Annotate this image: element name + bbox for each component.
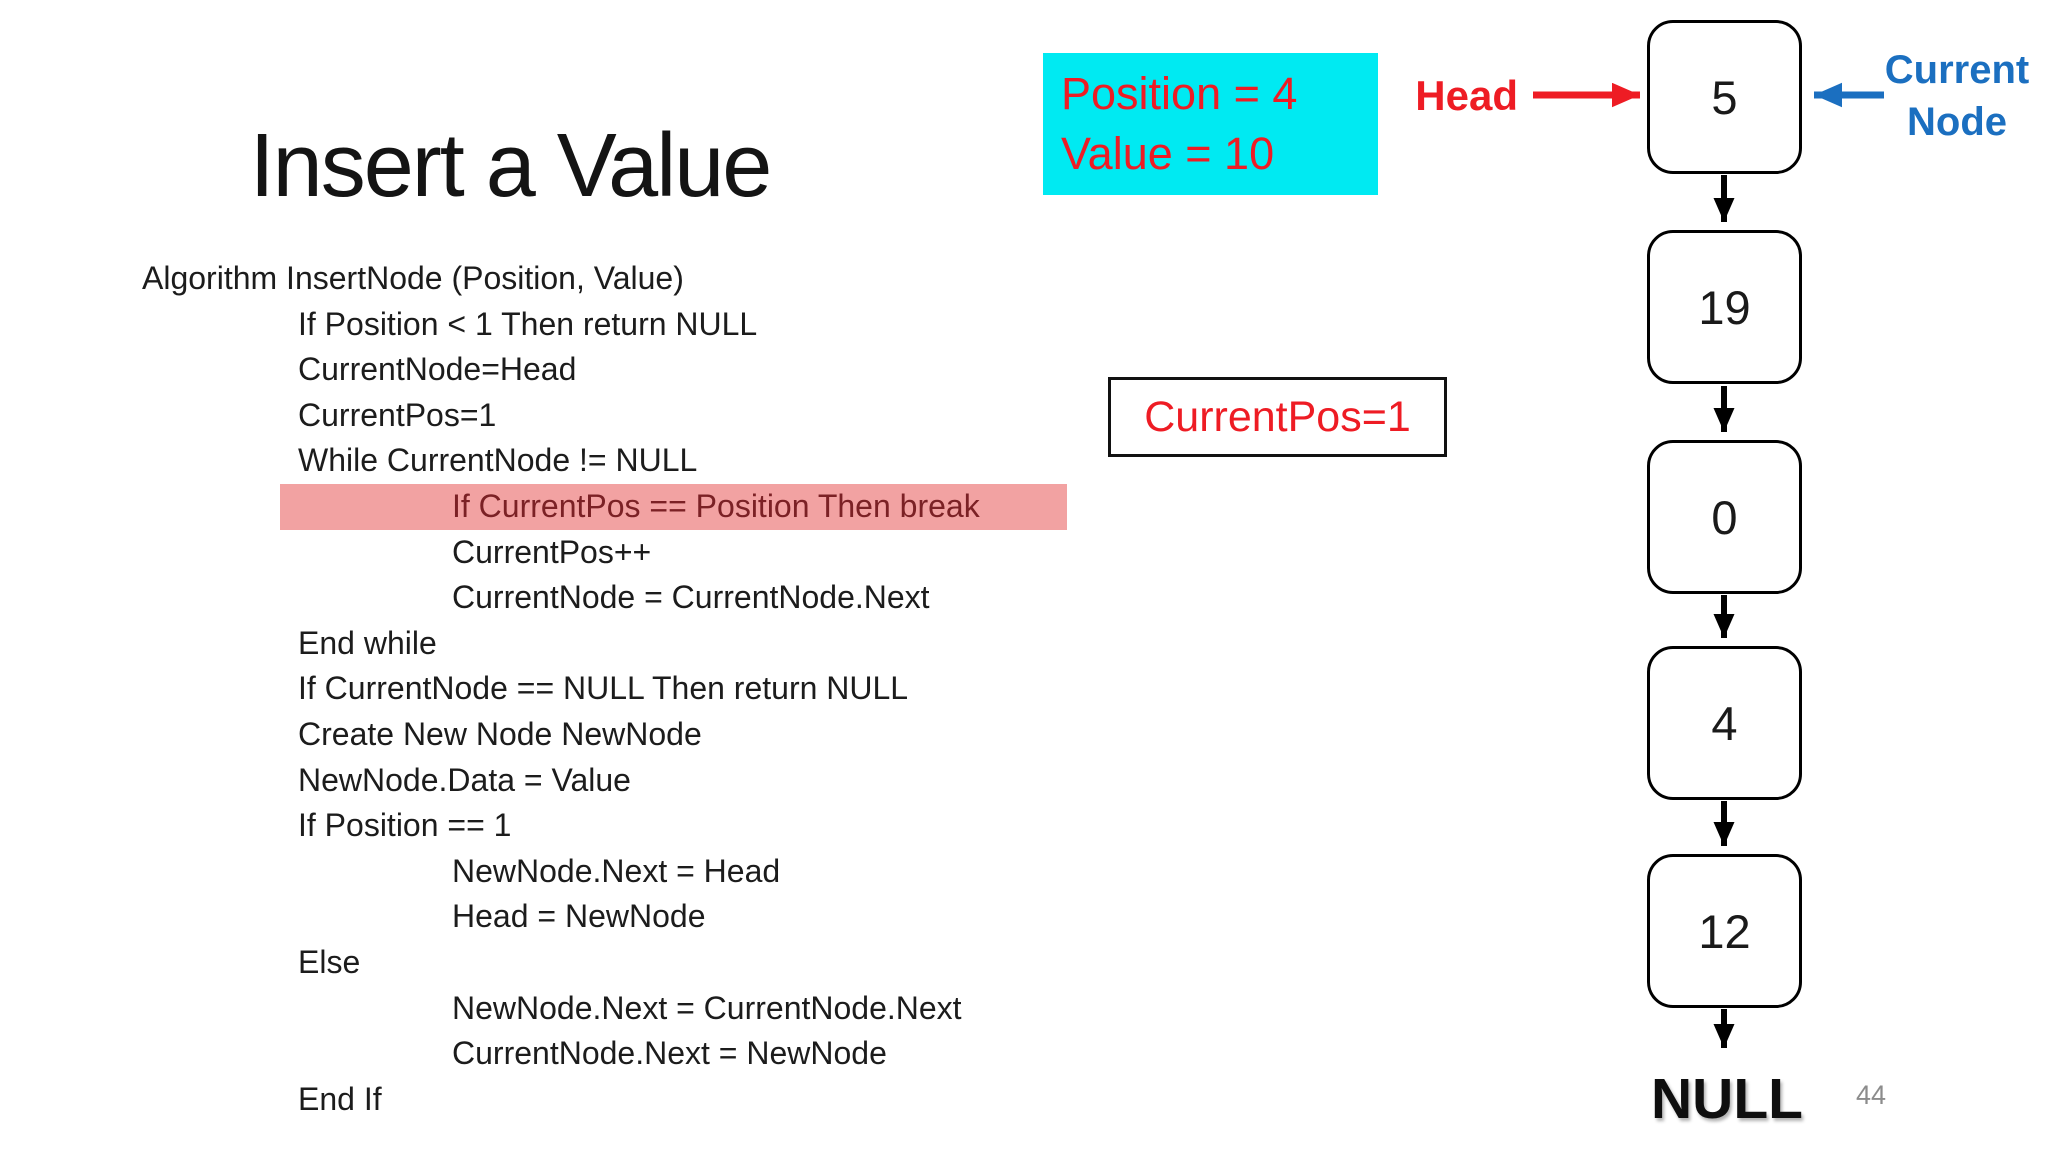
- parameter-position: Position = 4: [1061, 68, 1298, 119]
- code-line: End If: [298, 1080, 382, 1117]
- code-line: CurrentNode=Head: [298, 351, 577, 388]
- list-node: 12: [1647, 854, 1802, 1008]
- code-line: Else: [298, 943, 361, 980]
- parameters-callout-box: Position = 4 Value = 10: [1043, 53, 1378, 195]
- code-line: Algorithm InsertNode (Position, Value): [142, 260, 684, 296]
- code-line: If Position < 1 Then return NULL: [298, 305, 758, 342]
- code-line: CurrentPos++: [452, 533, 652, 570]
- code-line: If Position == 1: [298, 807, 512, 844]
- current-node-pointer-label: Current Node: [1884, 48, 2030, 144]
- code-line: Create New Node NewNode: [298, 715, 702, 752]
- code-line: CurrentNode.Next = NewNode: [452, 1035, 887, 1072]
- code-line: NewNode.Next = CurrentNode.Next: [452, 989, 962, 1026]
- list-node: 19: [1647, 230, 1802, 384]
- list-node: 5: [1647, 20, 1802, 174]
- code-line: NewNode.Data = Value: [298, 761, 631, 798]
- code-line: While CurrentNode != NULL: [298, 442, 698, 479]
- null-terminator-label: NULL: [1651, 1067, 1803, 1131]
- code-line: Head = NewNode: [452, 898, 706, 935]
- currentpos-status-box: CurrentPos=1: [1108, 377, 1447, 457]
- code-line: If CurrentNode == NULL Then return NULL: [298, 670, 909, 707]
- list-node: 0: [1647, 440, 1802, 594]
- page-title: Insert a Value: [249, 116, 773, 216]
- code-line: CurrentPos=1: [298, 396, 497, 433]
- code-line: NewNode.Next = Head: [452, 852, 781, 889]
- page-number: 44: [1856, 1080, 1887, 1110]
- code-line-highlighted: If CurrentPos == Position Then break: [280, 483, 1067, 530]
- head-pointer-label: Head: [1415, 72, 1518, 119]
- pseudocode-block: Algorithm InsertNode (Position, Value) I…: [142, 256, 1142, 1122]
- code-line: CurrentNode = CurrentNode.Next: [452, 579, 930, 616]
- code-line: End while: [298, 624, 437, 661]
- parameter-value: Value = 10: [1061, 128, 1275, 179]
- list-node: 4: [1647, 646, 1802, 800]
